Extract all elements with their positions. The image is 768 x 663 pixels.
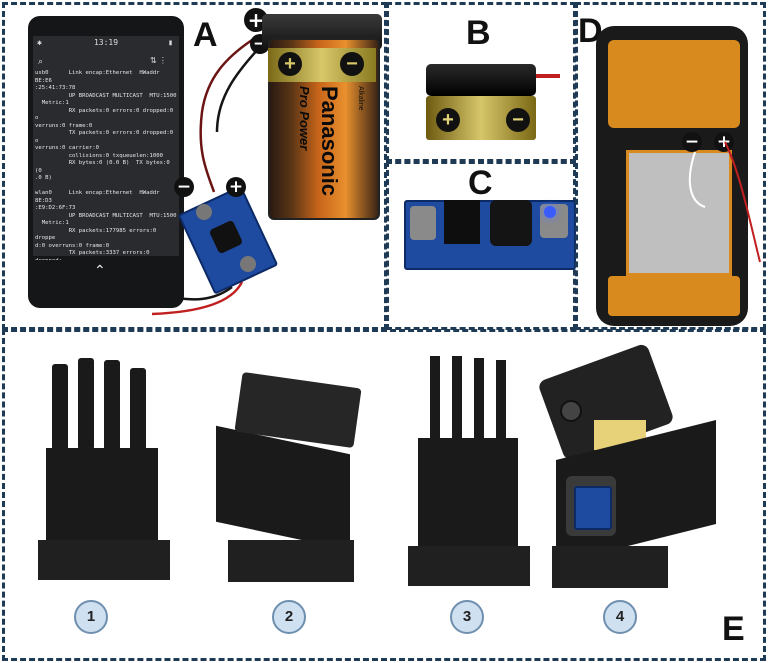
holder-1 [46, 448, 158, 558]
terminal-line: Metric:1 [35, 220, 69, 226]
battery-line: Pro Power [297, 86, 312, 151]
phone-slot [130, 368, 146, 452]
step-2-badge: 2 [272, 600, 306, 634]
battery-plus-mark: + [278, 52, 302, 76]
phone-battery-pack [626, 150, 732, 276]
phone-time: 13:19 [93, 38, 119, 47]
panel-b-letter: B [466, 14, 491, 52]
bluetooth-icon: ✱ [37, 38, 42, 47]
wires-a [151, 38, 261, 316]
blue-led-icon [544, 206, 556, 218]
panel-a [2, 2, 387, 330]
terminal-line: :25:41:73:78 [35, 85, 76, 91]
battery-icon: ▮ [168, 38, 173, 47]
terminal-line: :E9:D2:6F:73 [35, 205, 76, 211]
terminal-line: UP BROADCAST MULTICAST MTU:1500 [35, 212, 177, 219]
wire-stub [536, 74, 560, 78]
terminal-line: .0 B) [35, 175, 52, 181]
plus-sign: + [226, 177, 246, 197]
holder-base [228, 540, 354, 582]
phone-slot [496, 360, 506, 452]
terminal-line: wlan0 Link encap:Ethernet HWaddr 8E:D3 [35, 190, 163, 204]
phone-slot [104, 360, 120, 452]
battery-brand: Panasonic [317, 86, 342, 197]
step-3-badge: 3 [450, 600, 484, 634]
panel-a-letter: A [193, 16, 218, 54]
logic-board [608, 40, 740, 128]
panel-b [386, 2, 576, 162]
terminal-line: Metric:1 [35, 100, 69, 106]
minus-sign: − [682, 132, 702, 152]
terminal-line: RX packets:177985 errors:0 droppe [35, 227, 160, 242]
phone-slot [430, 356, 440, 452]
terminal-line: collisions:0 txqueuelen:1000 [35, 152, 163, 159]
arrows-icon: ⇅ ⋮ [150, 56, 167, 65]
terminal-line: TX packets:3337 errors:0 dropped: [35, 250, 150, 260]
battery-plus-mark: + [436, 108, 460, 132]
terminal-line: RX packets:0 errors:0 dropped:0 o [35, 107, 177, 122]
terminal-line: UP BROADCAST MULTICAST MTU:1500 [35, 92, 177, 99]
phone-slot [474, 358, 484, 452]
bottom-board [608, 276, 740, 316]
panel-d [575, 2, 766, 330]
panel-c-letter: C [468, 164, 493, 202]
battery-minus-mark: − [340, 52, 364, 76]
chevron-up-icon: ⌃ [94, 262, 106, 278]
converter-board [574, 486, 612, 530]
phone-status-bar: ✱ 13:19 ▮ [33, 38, 179, 54]
battery-minus-mark: − [506, 108, 530, 132]
camera-icon [560, 400, 582, 422]
plus-sign: + [244, 8, 268, 32]
terminal-line: verruns:0 carrier:0 [35, 145, 99, 151]
search-icon: ⌕ [38, 56, 44, 66]
terminal-line: RX bytes:0 (0.0 B) TX bytes:0 (0 [35, 160, 174, 174]
chip-icon [444, 200, 480, 244]
holder-base [38, 540, 170, 580]
holder-base [552, 546, 668, 588]
terminal-line: TX packets:0 errors:0 dropped:0 o [35, 130, 177, 144]
inductor-icon [490, 200, 532, 246]
capacitor-icon [410, 206, 436, 240]
battery-type: Alkaline [357, 86, 364, 111]
holder-3 [418, 438, 518, 550]
capacitor-icon [240, 256, 256, 272]
terminal-line: verruns:0 frame:0 [35, 122, 93, 129]
phone-slot [78, 358, 94, 450]
battery-snap-top [426, 64, 536, 96]
phone-slot [452, 356, 462, 452]
terminal-line: usb0 Link encap:Ethernet HWaddr BE:E6 [35, 70, 163, 84]
step-1-badge: 1 [74, 600, 108, 634]
panel-e-letter: E [722, 610, 745, 648]
capacitor-icon [196, 204, 212, 220]
terminal-output: usb0 Link encap:Ethernet HWaddr BE:E6:25… [35, 70, 177, 260]
holder-base [408, 546, 530, 586]
wires-d [688, 141, 761, 263]
phone-screen [33, 36, 179, 256]
minus-sign: − [174, 177, 194, 197]
terminal-line: d:0 overruns:0 frame:0 [35, 242, 110, 249]
phone-slot [52, 364, 68, 452]
panel-e [2, 329, 766, 661]
step-4-badge: 4 [603, 600, 637, 634]
